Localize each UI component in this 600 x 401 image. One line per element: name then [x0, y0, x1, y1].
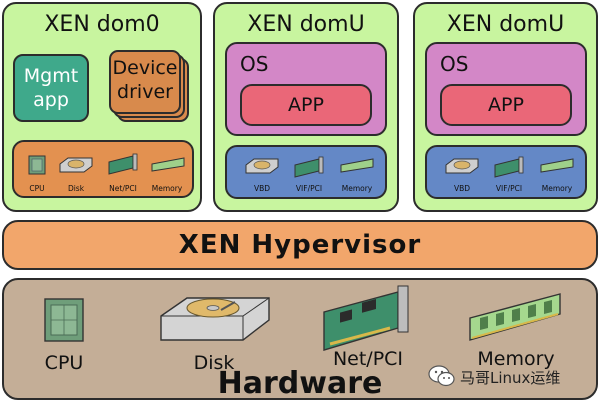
mgmt-app-label: Mgmt app: [23, 65, 79, 111]
domu2-panel: XEN domU OS APP VBD VIF/PCI Memory: [413, 2, 598, 212]
device-driver-box: Device driver: [109, 50, 181, 114]
dom0-device-label-cpu: CPU: [29, 184, 45, 193]
hardware-panel: CPU Disk Net/PCI Memory Hardware: [2, 278, 598, 401]
memory-icon: [469, 293, 561, 341]
disk-icon: [160, 297, 270, 341]
device-driver-label: Device driver: [112, 57, 178, 103]
hardware-title: Hardware: [217, 366, 383, 401]
dom0-device-label-net: Net/PCI: [109, 184, 137, 193]
hardware-label-cpu: CPU: [44, 352, 84, 374]
dom0-device-label-memory: Memory: [151, 184, 183, 193]
domu1-device-label-memory: Memory: [341, 184, 373, 193]
domu2-device-label-vif: VIF/PCI: [495, 184, 523, 193]
memory-icon: [540, 158, 574, 173]
xen-hypervisor-bar: XEN Hypervisor: [2, 220, 598, 270]
domu1-title: XEN domU: [247, 12, 365, 37]
domu2-device-label-memory: Memory: [541, 184, 573, 193]
hardware-label-disk: Disk: [193, 352, 235, 374]
domu2-device-bar: VBD VIF/PCI Memory: [425, 145, 587, 199]
domu2-device-label-vbd: VBD: [453, 184, 471, 193]
domu2-app-box: APP: [440, 84, 572, 126]
domu2-title: XEN domU: [446, 12, 565, 37]
disk-icon: [445, 158, 479, 174]
domu2-os-box: OS APP: [425, 42, 587, 136]
domu1-panel: XEN domU OS APP VBD VIF/PCI Memory: [213, 2, 399, 212]
disk-icon: [245, 158, 279, 174]
domu1-device-label-vbd: VBD: [253, 184, 271, 193]
domu1-os-box: OS APP: [225, 42, 387, 136]
dom0-device-bar: CPU Disk Net/PCI Memory: [12, 140, 194, 198]
domu2-os-label: OS: [440, 52, 469, 76]
memory-icon: [340, 158, 374, 173]
memory-icon: [151, 157, 185, 172]
cpu-icon: [28, 155, 46, 175]
mgmt-app-box: Mgmt app: [13, 54, 89, 122]
network-card-icon: [323, 285, 409, 351]
domu1-device-bar: VBD VIF/PCI Memory: [225, 145, 387, 199]
disk-icon: [59, 157, 93, 173]
domu1-device-label-vif: VIF/PCI: [295, 184, 323, 193]
hardware-label-memory: Memory: [477, 348, 555, 370]
dom0-device-label-disk: Disk: [67, 184, 85, 193]
watermark-text: 马哥Linux运维: [460, 369, 561, 387]
wechat-icon: [428, 365, 455, 387]
dom0-panel: XEN dom0 Mgmt app Device driver CPU Disk…: [2, 2, 202, 212]
network-card-icon: [494, 156, 524, 178]
cpu-icon: [44, 298, 84, 342]
network-card-icon: [108, 153, 138, 175]
domu1-app-box: APP: [240, 84, 372, 126]
hardware-label-net: Net/PCI: [332, 348, 404, 370]
dom0-title: XEN dom0: [44, 12, 160, 37]
domu1-os-label: OS: [240, 52, 269, 76]
network-card-icon: [294, 156, 324, 178]
